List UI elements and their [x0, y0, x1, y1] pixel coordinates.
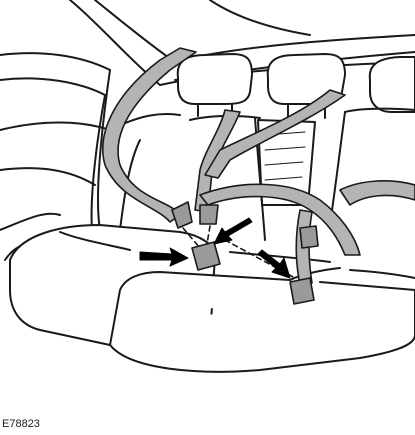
buckle-tongue-left: [172, 202, 192, 228]
right-headrest: [370, 57, 415, 112]
figure-reference-code: E78823: [2, 418, 40, 430]
buckle-tongue-right: [300, 226, 318, 248]
seat-backrest: [110, 109, 415, 240]
buckle-tongue-center: [200, 205, 218, 224]
rear-seatbelt-illustration: [0, 0, 415, 412]
buckle-receiver-right: [290, 278, 314, 304]
arrow-icon: [258, 250, 290, 278]
buckle-receiver-center: [192, 242, 220, 270]
arrow-icon: [214, 218, 252, 244]
left-headrest: [178, 54, 252, 116]
